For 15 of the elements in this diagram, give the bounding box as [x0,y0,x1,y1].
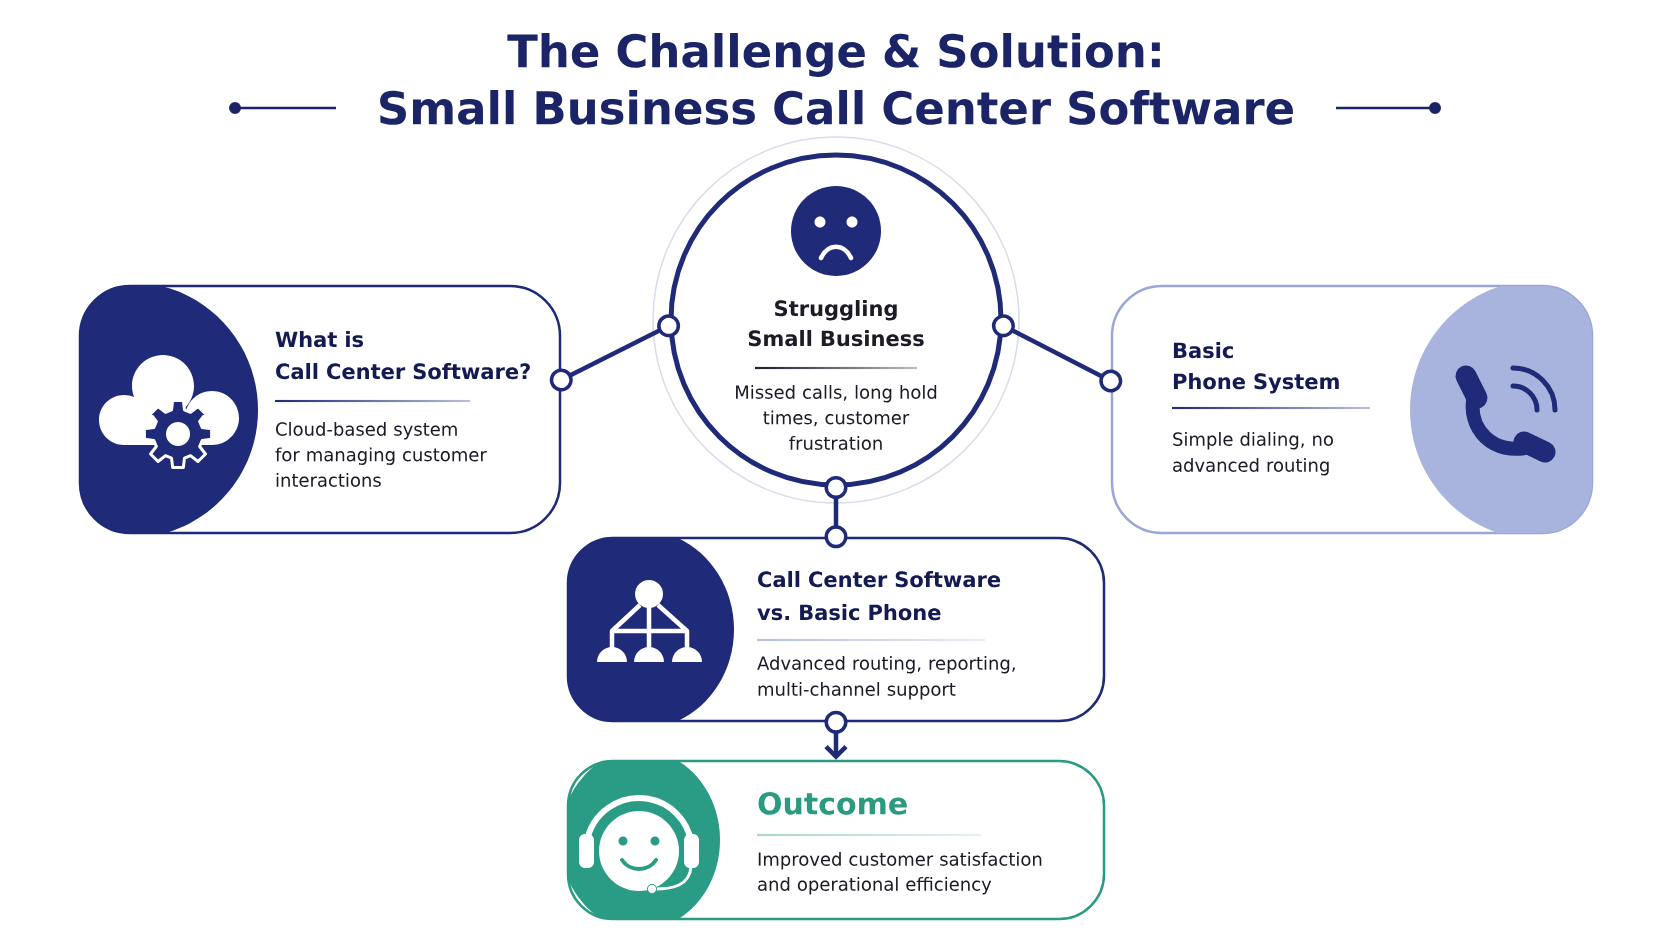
card-heading: What is Call Center Software? [275,331,530,380]
circle-heading: Struggling Small Business [748,300,924,347]
card-text: Advanced routing, reporting, multi-channel support [757,656,1015,700]
card-text: Improved customer satisfaction and operational efficiency [758,852,1042,895]
connector-line [991,314,1123,393]
card-heading: Basic Phone System [1173,342,1339,394]
title: The Challenge & Solution: Small Business Call Center Software [380,33,1293,125]
connector-line [824,476,848,549]
card-heading: Outcome [758,792,907,815]
card-text: Cloud-based system for managing customer interactions [275,422,487,487]
connector-line [824,710,848,760]
connector-line [549,314,681,392]
card-text: Simple dialing, no advanced routing [1173,432,1333,476]
card-heading: Call Center Software vs. Basic Phone [757,571,1001,621]
circle-text: Missed calls, long hold times, customer frustration [736,385,937,450]
